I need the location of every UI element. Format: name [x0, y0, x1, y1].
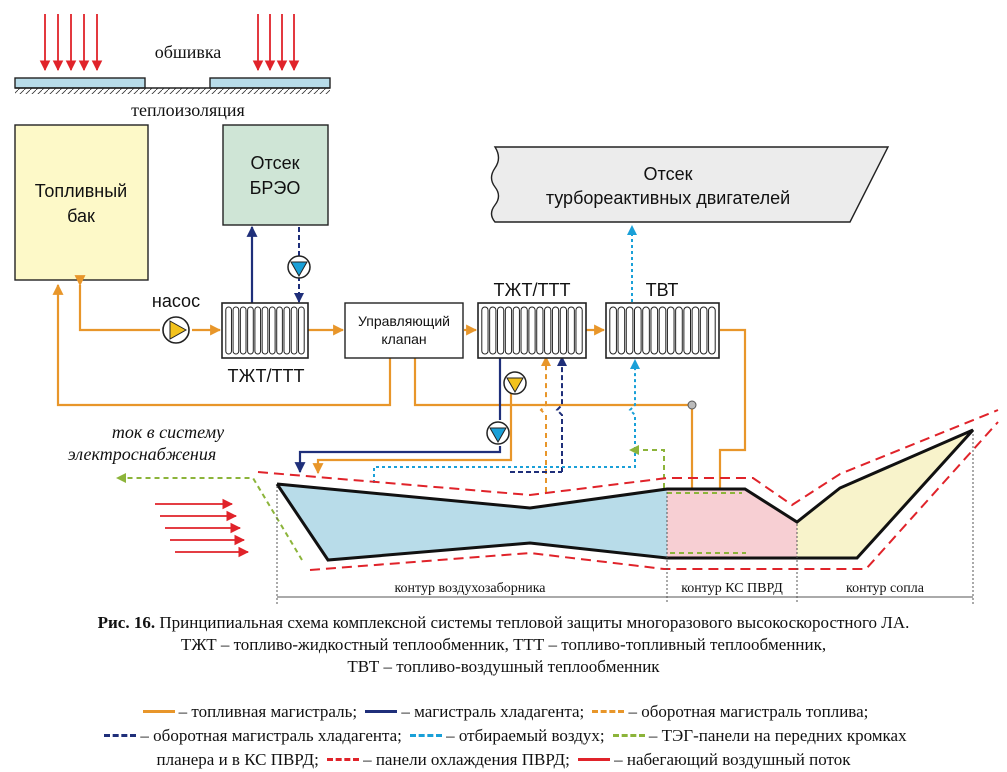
engine-nozzle	[797, 430, 973, 558]
valve-label-2: клапан	[381, 331, 426, 347]
coolant-return-lines	[294, 227, 567, 473]
heat-exchanger-1	[221, 302, 309, 359]
hx3-label: ТВТ	[646, 280, 679, 300]
avionics-bay: Отсек БРЭО	[222, 124, 329, 226]
fuel-return-lines	[539, 356, 551, 492]
pump-fuel-secondary	[503, 371, 527, 395]
power-label-2: электроснабжения	[68, 444, 216, 464]
fuel-tank: Топливный бак	[14, 124, 149, 281]
avionics-label-1: Отсек	[251, 153, 300, 173]
legend-swatch-bleed-air	[410, 734, 443, 738]
pump-label: насос	[152, 291, 200, 311]
caption-line-2: ТЖТ – топливо-жидкостный теплообменник, …	[180, 635, 827, 654]
skin-label: обшивка	[155, 42, 222, 62]
fuel-junction	[687, 400, 697, 410]
hx1-label: ТЖТ/ТТТ	[227, 366, 304, 386]
engine-cooling-panels	[257, 409, 999, 571]
heat-flux-right-arrows	[252, 14, 300, 72]
hx2-label: ТЖТ/ТТТ	[493, 280, 570, 300]
pump-avionics-coolant	[287, 255, 311, 279]
figure-number: Рис. 16.	[97, 613, 156, 632]
legend-swatch-panels	[327, 758, 360, 762]
engine-outline	[275, 428, 975, 562]
legend-bleed-air: – отбираемый воздух;	[446, 726, 605, 745]
heat-exchanger-3	[605, 302, 720, 359]
avionics-label-2: БРЭО	[250, 178, 301, 198]
legend-coolant: – магистраль хладагента;	[401, 702, 585, 721]
caption-line-1: Принципиальная схема комплексной системы…	[155, 613, 910, 632]
contour-ramjet-label: контур КС ПВРД	[681, 581, 783, 596]
fuel-tank-label-2: бак	[67, 206, 95, 226]
legend-airflow: – набегающий воздушный поток	[614, 750, 851, 769]
ramjet-teg-panels	[667, 492, 746, 554]
valve-label-1: Управляющий	[358, 313, 450, 329]
caption-line-3: ТВТ – топливо-воздушный теплообменник	[347, 657, 660, 676]
contour-nozzle-label: контур сопла	[846, 581, 925, 596]
figure-caption: Рис. 16. Принципиальная схема комплексно…	[0, 612, 1007, 678]
legend-swatch-coolant	[365, 710, 398, 714]
legend-swatch-teg	[612, 734, 645, 738]
legend-panels: – панели охлаждения ПВРД;	[363, 750, 570, 769]
contour-intake-label: контур воздухозаборника	[394, 581, 546, 596]
pump-coolant-secondary	[486, 421, 510, 445]
engine-ramjet	[667, 489, 797, 558]
legend-teg-1: – ТЭГ-панели на передних кромках	[648, 726, 907, 745]
fuel-lines	[52, 275, 747, 514]
teg-lines	[116, 445, 665, 561]
turbojet-label-2: турбореактивных двигателей	[546, 188, 790, 208]
legend: – топливная магистраль; – магистраль хла…	[0, 700, 1007, 772]
legend-fuel-return: – оборотная магистраль топлива;	[628, 702, 869, 721]
coolant-lines	[246, 225, 502, 474]
turbojet-label-1: Отсек	[644, 164, 693, 184]
heat-exchanger-2	[477, 302, 587, 359]
turbojet-bay: Отсек турбореактивных двигателей	[490, 146, 890, 223]
fuel-tank-label-1: Топливный	[35, 181, 127, 201]
pump-main	[162, 316, 190, 344]
legend-swatch-fuel	[142, 710, 175, 714]
skin-panels	[14, 77, 331, 94]
thermal-protection-diagram: обшивка теплоизоляция Топливный бак Отсе…	[14, 14, 999, 604]
insulation-label: теплоизоляция	[131, 100, 245, 120]
legend-swatch-airflow	[578, 758, 611, 762]
control-valve: Управляющий клапан	[344, 302, 464, 359]
heat-flux-left-arrows	[39, 14, 103, 72]
incoming-airflow-arrows	[155, 498, 250, 558]
legend-swatch-coolant-return	[104, 734, 137, 738]
power-label-1: ток в систему	[112, 422, 224, 442]
legend-swatch-fuel-return	[592, 710, 625, 714]
bleed-air-lines	[373, 225, 640, 483]
legend-coolant-return: – оборотная магистраль хладагента;	[140, 726, 402, 745]
legend-fuel: – топливная магистраль;	[178, 702, 358, 721]
contour-dividers	[276, 434, 974, 604]
legend-teg-2: планера и в КС ПВРД;	[156, 750, 319, 769]
